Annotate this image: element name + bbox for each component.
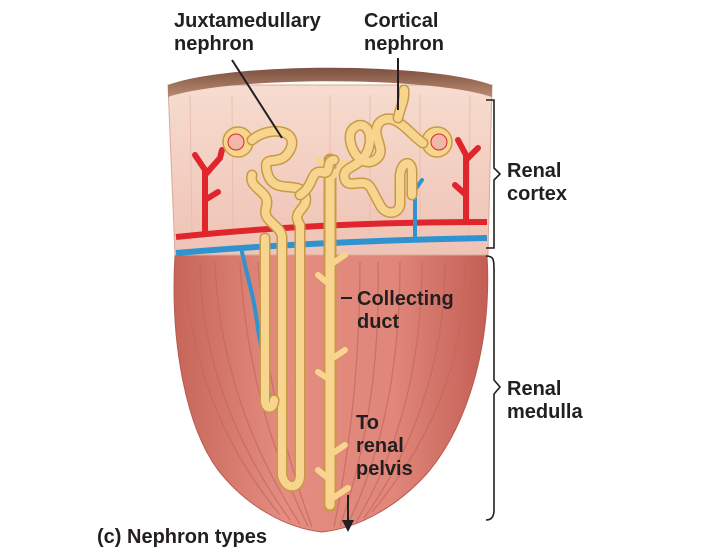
collecting-duct-label: Collecting duct: [357, 288, 454, 333]
juxtamedullary-nephron-label: Juxtamedullary nephron: [174, 10, 321, 55]
renal-capsule: [168, 67, 492, 97]
cortical-nephron-label: Cortical nephron: [364, 10, 444, 55]
juxtamedullary-nephron: [222, 125, 340, 492]
figure-caption: (c) Nephron types: [97, 526, 268, 548]
to-renal-pelvis-label: To renal pelvis: [356, 412, 413, 480]
cortical-nephron: [338, 84, 453, 218]
cortex-bracket: [486, 99, 502, 249]
juxtamedullary-leader: [231, 59, 283, 139]
arrow-down-icon: [342, 520, 354, 532]
medulla-bracket: [485, 255, 502, 521]
collecting-duct-branches: [315, 157, 351, 503]
renal-medulla-label: Renal medulla: [507, 378, 583, 423]
interlobular-arteries: [192, 137, 481, 235]
renal-cortex-label: Renal cortex: [507, 160, 568, 205]
